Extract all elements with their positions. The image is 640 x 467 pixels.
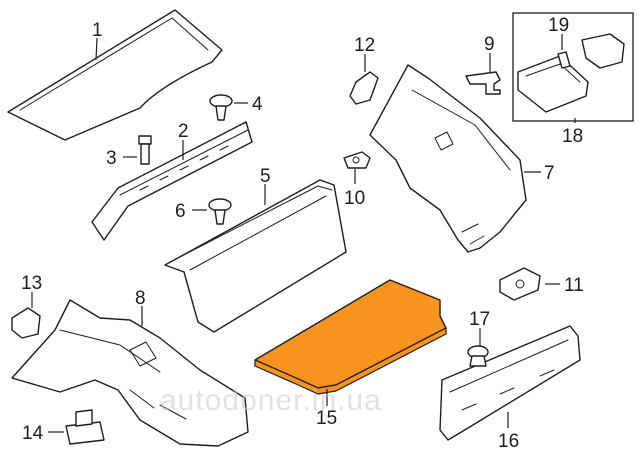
part-17-clip bbox=[467, 345, 489, 367]
callout-10: 10 bbox=[344, 188, 365, 209]
callout-6: 6 bbox=[175, 201, 186, 222]
callout-19: 19 bbox=[548, 15, 569, 36]
part-3-bolt bbox=[138, 135, 152, 165]
part-15-floor-cover bbox=[254, 279, 447, 395]
callout-1: 1 bbox=[92, 20, 103, 41]
callout-7: 7 bbox=[544, 163, 555, 184]
part-12-bracket bbox=[349, 71, 379, 105]
part-11-anchor bbox=[499, 267, 541, 301]
part-4-clip bbox=[209, 94, 233, 121]
callout-8: 8 bbox=[135, 288, 146, 309]
part-8-side-trim bbox=[11, 299, 249, 447]
callout-12: 12 bbox=[354, 35, 375, 56]
callout-11: 11 bbox=[564, 275, 584, 296]
part-13-bracket bbox=[11, 307, 41, 339]
part-1-parcel-shelf bbox=[7, 9, 223, 141]
part-7-side-trim bbox=[369, 64, 527, 253]
callout-2: 2 bbox=[178, 121, 189, 142]
part-14-clip bbox=[65, 409, 105, 445]
callout-17: 17 bbox=[469, 309, 490, 330]
callout-18: 18 bbox=[562, 126, 583, 147]
callout-15: 15 bbox=[316, 408, 337, 429]
part-10-hook bbox=[343, 151, 371, 169]
callout-16: 16 bbox=[498, 431, 519, 452]
part-16-scuff-plate bbox=[439, 325, 581, 441]
part-2-sill-plate bbox=[91, 121, 253, 241]
part-9-bracket bbox=[465, 71, 501, 95]
callout-4: 4 bbox=[252, 94, 263, 115]
callout-13: 13 bbox=[21, 273, 42, 294]
callout-9: 9 bbox=[484, 34, 495, 55]
watermark-text: autodoner.in.ua bbox=[160, 384, 382, 417]
part-6-clip bbox=[208, 198, 232, 225]
lamp-detail-box bbox=[512, 12, 634, 122]
callout-14: 14 bbox=[22, 423, 44, 444]
callout-5: 5 bbox=[260, 166, 271, 187]
part-5-front-panel bbox=[164, 179, 347, 333]
callout-3: 3 bbox=[106, 148, 117, 169]
leader-1 bbox=[95, 37, 98, 61]
